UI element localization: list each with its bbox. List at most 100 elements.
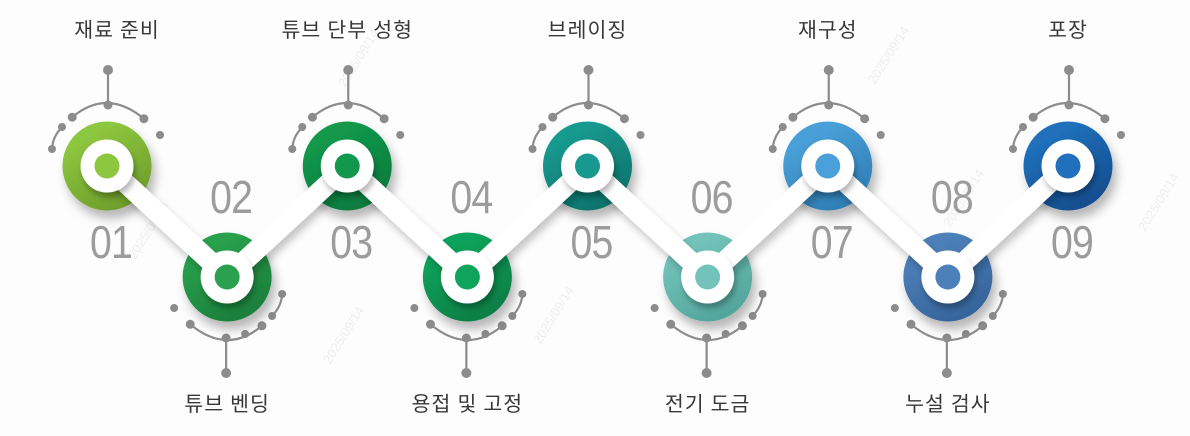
ornament-dot (1100, 114, 1110, 124)
ornament-dot (748, 312, 757, 320)
step-center-dot (94, 153, 120, 179)
ornament-dot (737, 321, 747, 331)
ornament-dot (988, 312, 997, 320)
ornament-dot (1028, 112, 1038, 122)
ornament-dot (425, 319, 435, 329)
ornament-dot (978, 321, 988, 331)
step-label: 재료 준비 (74, 19, 160, 42)
ornament-dot (1064, 100, 1074, 110)
step-number: 05 (571, 216, 613, 268)
step-number: 04 (450, 171, 492, 223)
step-number: 06 (691, 171, 733, 223)
ornament-dot (636, 131, 645, 139)
ornament-dot (241, 330, 250, 338)
watermark-text: 2025/09/14 (865, 23, 912, 86)
ornament-dot (103, 65, 113, 75)
ornament-dot (788, 112, 798, 122)
ornament-dot (170, 304, 179, 312)
ornament-dot (343, 65, 354, 75)
ornament-dot (518, 290, 527, 298)
ornament-dot (890, 304, 899, 312)
ornament-dot (823, 65, 834, 75)
ornament-dot (139, 114, 149, 124)
step-label: 튜브 벤딩 (184, 393, 270, 416)
ornament-dot (221, 333, 231, 343)
ornament-dot (538, 123, 547, 131)
ornament-dot (876, 131, 885, 139)
step-number: 03 (330, 216, 372, 268)
step-label: 포장 (1048, 19, 1088, 42)
ornament-dot (650, 304, 659, 312)
step-label: 용접 및 고정 (412, 393, 524, 416)
step-label: 브레이징 (548, 19, 627, 42)
step-number: 01 (90, 216, 132, 268)
ornament-dot (58, 123, 66, 131)
ornament-dot (961, 330, 970, 338)
step-label: 재구성 (798, 19, 858, 42)
step-center-dot (935, 264, 961, 290)
step-label: 누설 검사 (905, 393, 991, 416)
ornament-dot (584, 100, 593, 110)
ornament-dot (508, 312, 517, 320)
ornament-dot (619, 114, 629, 124)
ornament-dot (379, 114, 389, 124)
step-number: 02 (210, 171, 252, 223)
ornament-dot (1064, 65, 1074, 75)
step-center-dot (1055, 153, 1081, 179)
ornament (528, 65, 645, 153)
watermark-text: 2025/09/14 (530, 283, 577, 346)
ornament-dot (268, 312, 277, 320)
step-center-dot (214, 264, 240, 290)
ornament (288, 65, 405, 153)
ornament-dot (410, 304, 419, 312)
ornament-dot (396, 131, 405, 139)
step-number: 07 (811, 216, 853, 268)
ornament-dot (307, 112, 317, 122)
ornament-dot (998, 290, 1007, 298)
ornament-dot (778, 123, 787, 131)
ornament-dot (185, 319, 195, 329)
ornament-dot (824, 100, 834, 110)
ornament-dot (528, 145, 537, 153)
ornament-dot (583, 65, 594, 75)
ornament-dot (758, 290, 767, 298)
ornament-dot (103, 100, 113, 110)
step-number: 08 (931, 171, 973, 223)
ornament-dot (1117, 131, 1125, 139)
ornament-dot (278, 290, 287, 298)
ornament (1009, 65, 1125, 153)
ornament-dot (497, 321, 507, 331)
ornament-dot (701, 368, 712, 378)
ornament (48, 65, 164, 153)
ornament-dot (221, 368, 232, 378)
ornament-dot (1009, 145, 1017, 153)
ornament (650, 290, 767, 378)
step-center-dot (575, 153, 600, 179)
ornament-dot (942, 333, 952, 343)
ornament-dot (461, 333, 471, 343)
step-number: 09 (1051, 216, 1093, 268)
step-center-dot (815, 153, 841, 179)
ornament (410, 290, 527, 378)
ornament-dot (343, 100, 353, 110)
ornament-dot (1019, 123, 1027, 131)
ornament (768, 65, 885, 153)
step-label: 튜브 단부 성형 (282, 19, 413, 42)
ornament-dot (548, 112, 558, 122)
ornament-dot (666, 319, 676, 329)
ornament-dot (721, 330, 730, 338)
ornament-dot (860, 114, 870, 124)
step-center-dot (695, 264, 721, 290)
ornament-dot (156, 131, 164, 139)
watermark-text: 2025/09/14 (320, 303, 367, 366)
ornament-dot (257, 321, 267, 331)
ornament-dot (288, 145, 297, 153)
ornament-dot (67, 112, 77, 122)
step-label: 전기 도금 (665, 393, 751, 416)
ornament-dot (461, 368, 472, 378)
ornament-dot (48, 145, 56, 153)
step-center-dot (334, 153, 360, 179)
ornament (170, 290, 287, 378)
